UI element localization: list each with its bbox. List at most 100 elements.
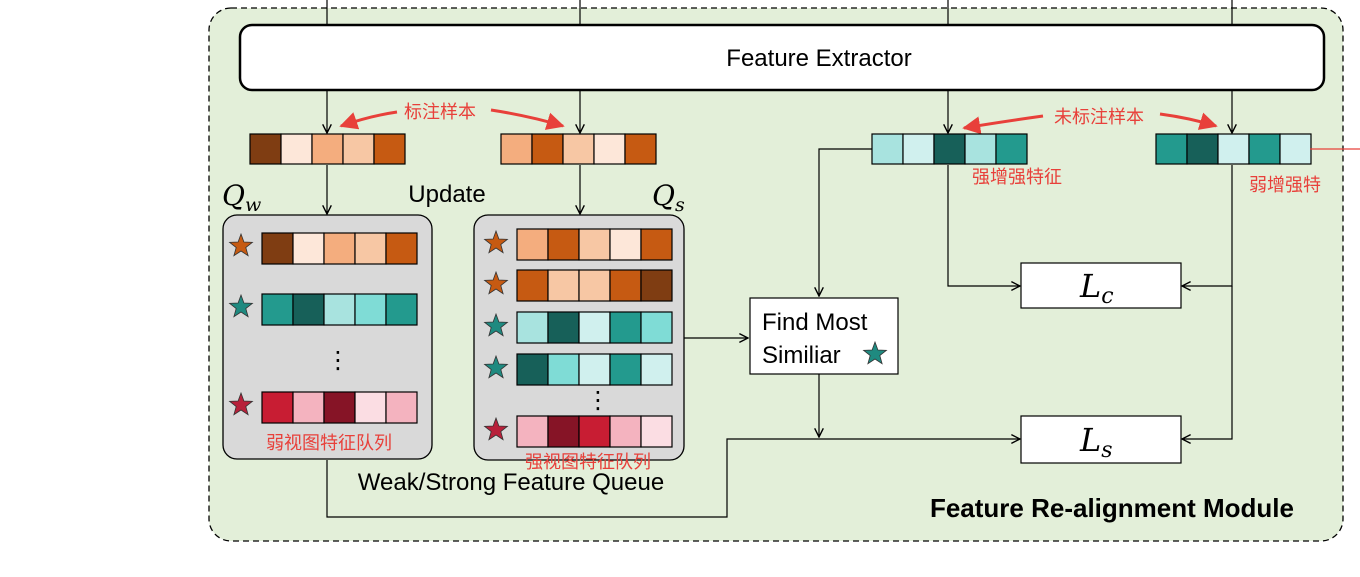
queue-input-arrows: [327, 165, 580, 214]
lc-loss-label: Lc: [1079, 267, 1114, 309]
find-most-similar-star: [862, 340, 888, 365]
weak-queue-row-1-cell-2: [292, 232, 325, 265]
unlabeled-strong-feature-vector: [871, 133, 1028, 165]
weak-queue-row-1-cell-1: [261, 232, 294, 265]
find-most-similar-line1: Find Most: [762, 309, 868, 336]
strong-queue-row-4-cell-3: [578, 353, 611, 386]
strong-aug-partial-note: 弱增强特: [1249, 175, 1321, 195]
strong-queue-row-3-cell-4: [609, 311, 642, 344]
connection-lines: [326, 148, 1233, 518]
labeled-weak-vector-cell-3: [311, 133, 344, 165]
weak-queue-row-3-cell-4: [354, 391, 387, 424]
labeled-strong-vector-cell-3: [562, 133, 595, 165]
feature-extractor-label: Feature Extractor: [726, 45, 911, 72]
strong-queue-row-2-cell-4: [609, 269, 642, 302]
unlabeled-strong-vector-cell-2: [902, 133, 935, 165]
unlabeled-strong-vector-cell-3: [933, 133, 966, 165]
input-lines: [326, 0, 1233, 26]
feature-extractor-box: [238, 23, 1326, 92]
module-title: Feature Re-alignment Module: [930, 493, 1294, 523]
strong-queue-row-3-cell-3: [578, 311, 611, 344]
weak-queue-row-2-cell-3: [323, 293, 356, 326]
labeled-weak-vector-cell-5: [373, 133, 406, 165]
strong-queue-row-1-cell-5: [640, 228, 673, 261]
strong-queue-row-4-cell-5: [640, 353, 673, 386]
find-most-similar-line2: Similiar: [762, 342, 841, 369]
labeled-strong-vector-cell-5: [624, 133, 657, 165]
strong-queue-row-5-cell-1: [516, 415, 549, 448]
strong-queue-star-icon-4: [483, 354, 509, 379]
strong-queue-dots: ⋮: [586, 387, 610, 414]
strong-queue-row-1-cell-3: [578, 228, 611, 261]
unlabeled-weak-vector-cell-3: [1217, 133, 1250, 165]
strong-queue-row-4-cell-2: [547, 353, 580, 386]
weak-queue-row-3-cell-5: [385, 391, 418, 424]
labeled-strong-vector-cell-4: [593, 133, 626, 165]
ls-loss-box: [1020, 415, 1182, 464]
extractor-output-arrows: [327, 90, 1232, 133]
weak-queue-cn-label: 弱视图特征队列: [266, 433, 392, 453]
weak-queue-row-2-cell-1: [261, 293, 294, 326]
find-most-similar-box: [749, 297, 899, 375]
strong-queue-row-4-cell-1: [516, 353, 549, 386]
labeled-weak-vector-cell-4: [342, 133, 375, 165]
strong-queue-star-icon-5: [483, 416, 509, 441]
strong-queue-row-5-cell-4: [609, 415, 642, 448]
weak-queue-row-3-cell-3: [323, 391, 356, 424]
strong-queue-row-5-cell-5: [640, 415, 673, 448]
strong-queue-row-1-cell-2: [547, 228, 580, 261]
qs-label: Qs: [652, 179, 685, 216]
strong-queue-row-3-cell-1: [516, 311, 549, 344]
unlabeled-strong-vector-cell-5: [995, 133, 1028, 165]
unlabeled-weak-feature-vector: [1155, 133, 1312, 165]
unlabeled-weak-vector-cell-5: [1279, 133, 1312, 165]
weak-feature-queue: [228, 232, 418, 424]
strong-queue-row-2-cell-1: [516, 269, 549, 302]
labeled-strong-vector-cell-1: [500, 133, 533, 165]
strong-queue-row-2-cell-5: [640, 269, 673, 302]
weak-queue-star-icon-1: [228, 232, 254, 257]
strong-queue-row-2-cell-3: [578, 269, 611, 302]
strong-queue-star-icon-3: [483, 312, 509, 337]
strong-queue-row-3-cell-2: [547, 311, 580, 344]
unlabeled-weak-vector-cell-2: [1186, 133, 1219, 165]
strong-queue-cn-label: 强视图特征队列: [525, 452, 651, 472]
unlabeled-strong-vector-cell-4: [964, 133, 997, 165]
unlabeled-strong-vector-cell-1: [871, 133, 904, 165]
strong-queue-row-5-cell-3: [578, 415, 611, 448]
weak-queue-row-1-cell-5: [385, 232, 418, 265]
unlabeled-weak-vector-cell-1: [1155, 133, 1188, 165]
weak-queue-row-1-cell-3: [323, 232, 356, 265]
strong-queue-row-5-cell-2: [547, 415, 580, 448]
strong-queue-row-1-cell-1: [516, 228, 549, 261]
weak-queue-row-3-cell-2: [292, 391, 325, 424]
strong-queue-row-1-cell-4: [609, 228, 642, 261]
strong-queue-star-icon-1: [483, 229, 509, 254]
weak-queue-row-2-cell-4: [354, 293, 387, 326]
labeled-weak-feature-vector: [249, 133, 406, 165]
qw-label: Qw: [222, 179, 261, 216]
annotation-arrows: [339, 108, 1218, 135]
weak-queue-row-1-cell-4: [354, 232, 387, 265]
strong-queue-row-3-cell-5: [640, 311, 673, 344]
labeled-samples-note: 标注样本: [404, 102, 476, 122]
labeled-strong-vector-cell-2: [531, 133, 564, 165]
weak-queue-row-2-cell-5: [385, 293, 418, 326]
ls-loss-label: Ls: [1079, 421, 1113, 463]
unlabeled-samples-note: 未标注样本: [1054, 107, 1144, 127]
weak-queue-row-2-cell-2: [292, 293, 325, 326]
labeled-strong-feature-vector: [500, 133, 657, 165]
teal-star-icon: [862, 340, 888, 365]
strong-queue-star-icon-2: [483, 270, 509, 295]
queue-caption: Weak/Strong Feature Queue: [358, 469, 664, 496]
labeled-weak-vector-cell-2: [280, 133, 313, 165]
strong-aug-feature-note: 强增强特征: [972, 167, 1062, 187]
weak-queue-row-3-cell-1: [261, 391, 294, 424]
strong-queue-row-2-cell-2: [547, 269, 580, 302]
strong-queue-row-4-cell-4: [609, 353, 642, 386]
weak-queue-star-icon-3: [228, 391, 254, 416]
update-label: Update: [408, 181, 485, 208]
lc-loss-box: [1020, 262, 1182, 309]
strong-feature-queue: [483, 228, 673, 448]
